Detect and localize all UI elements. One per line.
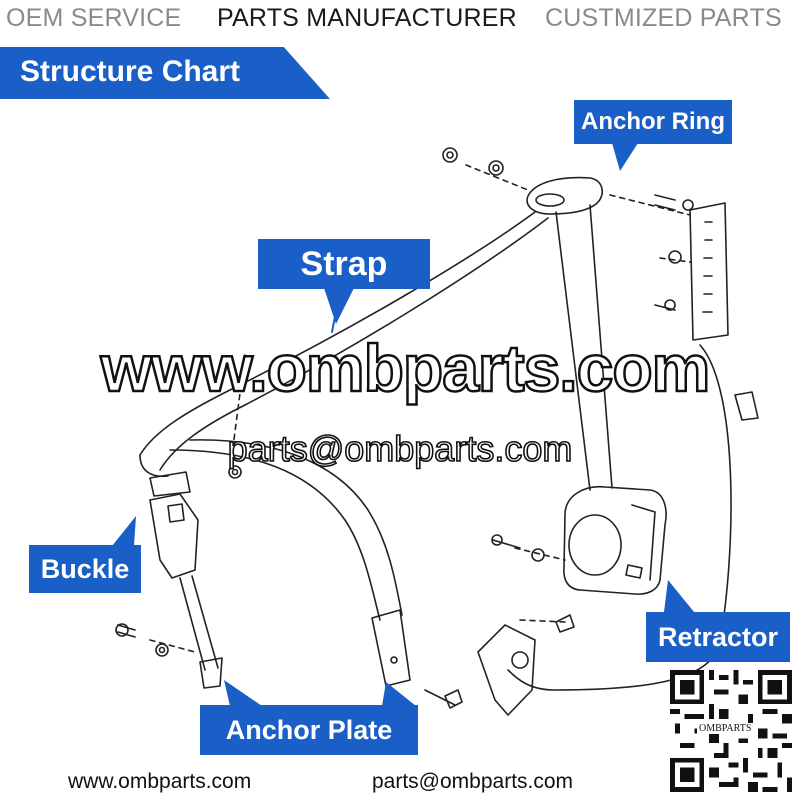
structure-chart-banner: Structure Chart	[0, 47, 330, 99]
buckle-callout-pointer	[112, 516, 136, 546]
lower-anchor-bracket-part	[477, 624, 536, 716]
buckle-callout: Buckle	[29, 545, 141, 593]
anchor-plate-label: Anchor Plate	[225, 715, 393, 745]
anchor-ring-part	[526, 176, 603, 215]
lap-anchor-plate-part	[371, 609, 411, 687]
buckle-label: Buckle	[40, 554, 130, 584]
anchor-ring-label: Anchor Ring	[581, 108, 725, 135]
header-bar: OEM SERVICE PARTS MANUFACTURER CUSTMIZED…	[0, 0, 800, 38]
strap-callout-pointer	[324, 288, 354, 324]
header-parts-manufacturer: PARTS MANUFACTURER	[217, 4, 517, 32]
footer-website[interactable]: www.ombparts.com	[68, 770, 252, 793]
anchor-plate-callout: Anchor Plate	[200, 705, 418, 755]
footer-email[interactable]: parts@ombparts.com	[372, 770, 574, 793]
anchor-ring-callout-pointer	[612, 143, 638, 171]
retractor-label: Retractor	[657, 622, 779, 652]
anchor-plate-callout-pointer	[224, 680, 262, 706]
strap-part	[139, 211, 536, 456]
structure-chart-title: Structure Chart	[20, 55, 241, 88]
email-watermark: parts@ombparts.com	[227, 427, 573, 470]
retractor-callout-pointer	[664, 580, 694, 612]
buckle-part	[149, 493, 199, 579]
qr-brand-label: OMBPARTS	[697, 723, 754, 734]
anchor-plate-callout-pointer-right	[382, 682, 416, 706]
anchor-ring-callout: Anchor Ring	[574, 100, 732, 144]
retractor-callout: Retractor	[646, 612, 790, 662]
strap-callout: Strap	[258, 239, 430, 289]
header-oem-service: OEM SERVICE	[6, 4, 182, 32]
strap-label: Strap	[300, 245, 388, 283]
header-customized-parts: CUSTMIZED PARTS	[545, 4, 782, 32]
qr-code	[670, 670, 792, 792]
retractor-part	[563, 486, 667, 595]
website-watermark: www.ombparts.com	[99, 330, 711, 407]
pillar-bracket-part	[689, 202, 729, 341]
